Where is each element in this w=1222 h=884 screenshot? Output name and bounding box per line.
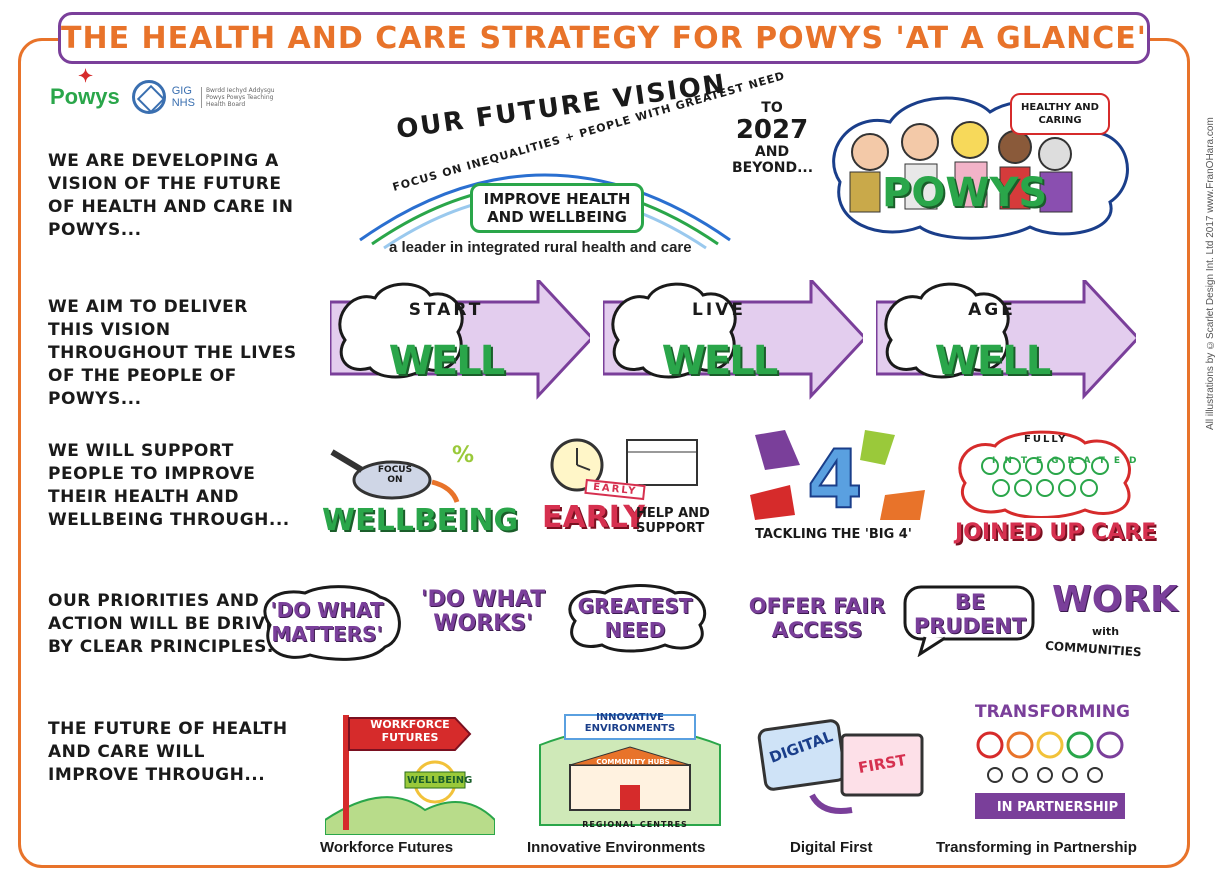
stage-top-word: LIVE [692,300,746,320]
beyond-text: AND BEYOND... [732,144,814,176]
big-4-illustration: 4 [750,430,925,525]
nhs-bottom: NHS [171,97,195,109]
help-support-caption: HELP AND SUPPORT [636,506,710,536]
celtic-knot-icon [131,80,166,114]
nhs-logo: GIG NHS Bwrdd Iechyd Addysgu Powys Powys… [131,80,276,114]
greatest-need-cloud [568,584,707,653]
year-text: 2027 [735,115,809,145]
svg-text:%: % [452,443,474,468]
stage-cloud [338,282,464,379]
nhs-top: GIG [171,85,192,97]
innovative-environments-caption: Innovative Environments [527,839,706,856]
live-well-stage: LIVE WELL [603,280,863,400]
transforming-partnership-caption: Transforming in Partnership [936,839,1137,856]
joined-up-care-caption: JOINED UP CARE [955,520,1157,545]
innovative-banner: INNOVATIVE ENVIRONMENTS [584,712,676,734]
page-title: THE HEALTH AND CARE STRATEGY FOR POWYS '… [61,20,1147,56]
innovative-environments-illustration [539,714,721,826]
logos: ✦ Powys GIG NHS Bwrdd Iechyd Addysgu Pow… [50,66,276,114]
to-text: TO [761,100,783,116]
early-caption: EARLY [542,500,645,535]
leader-tagline: a leader in integrated rural health and … [389,239,692,256]
red-kite-icon: ✦ [78,66,94,86]
with-word: with [1092,625,1120,638]
svg-text:4: 4 [807,433,863,525]
big-4-caption: TACKLING THE 'BIG 4' [755,527,912,542]
powys-logo-text: Powys [50,84,120,109]
in-partnership-banner: IN PARTNERSHIP [996,800,1119,815]
title-banner: THE HEALTH AND CARE STRATEGY FOR POWYS '… [58,12,1150,64]
community-hubs-sign: COMMUNITY HUBS [596,758,670,766]
support-row-label: WE WILL SUPPORT PEOPLE TO IMPROVE THEIR … [48,441,290,530]
start-well-stage: START WELL [330,280,590,400]
transforming-illustration [975,731,1125,819]
offer-fair-access: OFFER FAIR ACCESS [748,594,886,642]
regional-centres-label: REGIONAL CENTRES [582,820,688,829]
greatest-need: GREATEST NEED [577,594,693,642]
speech-bubble [263,585,401,661]
lives-row-label: WE AIM TO DELIVER THIS VISION THROUGHOUT… [48,297,297,409]
integrated-cloud-illustration [958,430,1131,518]
nhs-logo-text: GIG NHS [172,85,195,109]
stage-main-word: WELL [388,338,505,384]
vision-row-label: WE ARE DEVELOPING A VISION OF THE FUTURE… [48,151,294,240]
stage-cloud [611,282,737,379]
be-prudent-bubble [903,585,1035,657]
magnifier-illustration: % [330,443,474,503]
workforce-futures-caption: Workforce Futures [320,839,454,856]
wellbeing-caption: WELLBEING [322,503,519,538]
stage-main-word: WELL [934,338,1051,384]
stage-top-word: START [408,300,484,320]
healthy-caring-badge: HEALTHY AND CARING [1010,93,1110,135]
powys-logo: ✦ Powys [50,66,120,110]
do-what-matters: 'DO WHAT MATTERS' [270,598,384,646]
integrated-label: INTEGRATED [992,456,1146,466]
age-well-stage: AGE WELL [876,280,1136,400]
stage-main-word: WELL [661,338,778,384]
nhs-board-name: Bwrdd Iechyd Addysgu Powys Powys Teachin… [200,86,276,108]
do-what-works: 'DO WHAT WORKS' [420,587,546,636]
future-row-label: THE FUTURE OF HEALTH AND CARE WILL IMPRO… [48,719,288,785]
clock-calendar-illustration [550,438,698,492]
wellbeing-sign: WELLBEING [407,775,473,786]
improve-health-box: IMPROVE HEALTH AND WELLBEING [470,183,644,233]
stage-cloud [884,282,1010,379]
digital-first-illustration [757,719,924,814]
work-word: WORK [1052,579,1178,620]
illustration-credit: All illustrations by ©Scarlet Design Int… [1205,117,1216,430]
workforce-sign: WORKFORCE FUTURES [370,718,450,744]
powys-wordmark: POWYS [882,170,1048,216]
stage-top-word: AGE [968,300,1016,320]
workforce-futures-illustration [325,715,495,835]
transforming-word: TRANSFORMING [975,702,1130,722]
focus-on-label: FOCUS ON [377,465,413,485]
to-2027-text: TO 2027 AND BEYOND... [732,100,814,176]
principles-row-label: OUR PRIORITIES AND ACTION WILL BE DRIVEN… [48,591,293,657]
be-prudent: BE PRUDENT [913,590,1027,638]
digital-first-caption: Digital First [790,839,873,856]
fully-label: FULLY [1024,434,1068,445]
